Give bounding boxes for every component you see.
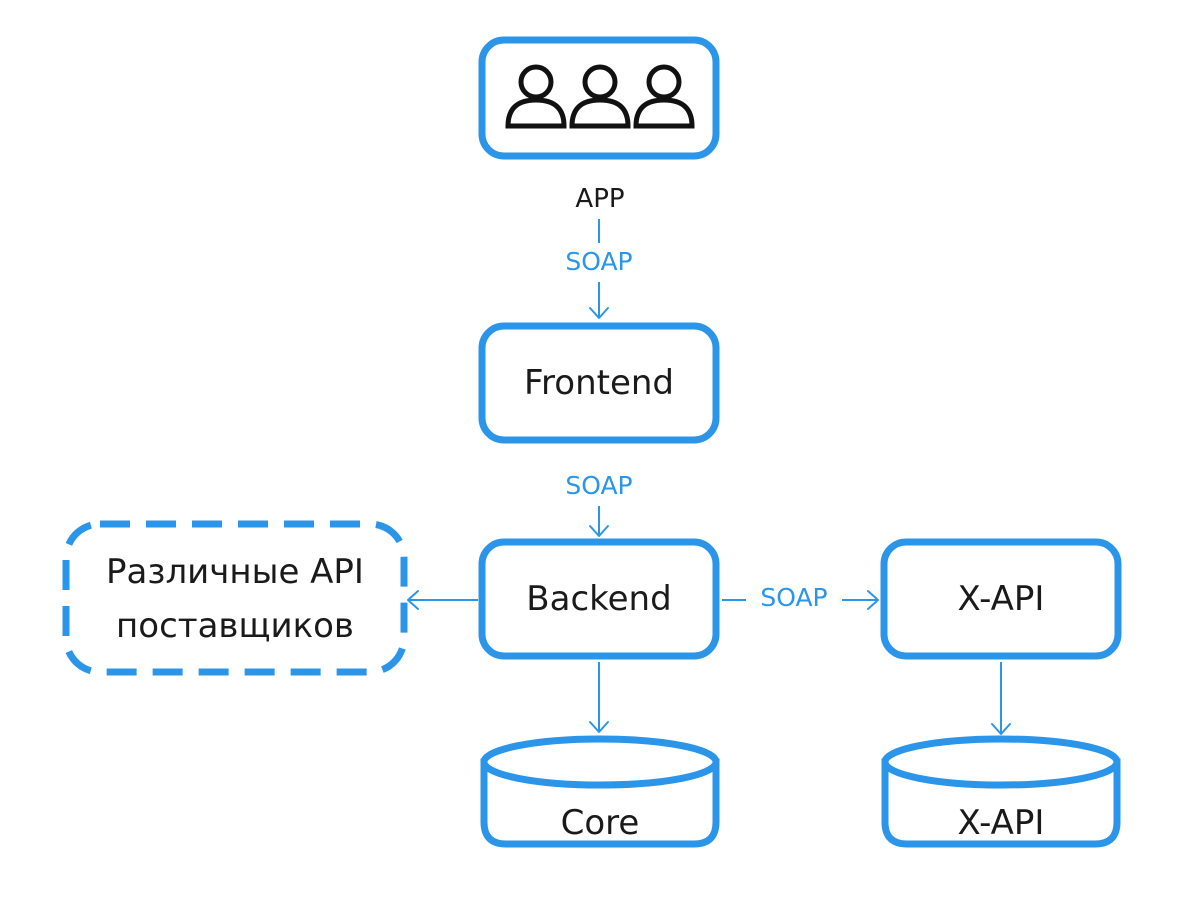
edge-frontend-backend: SOAP (565, 471, 633, 537)
core-database: Core (480, 735, 720, 848)
arrowhead-icon (589, 307, 609, 319)
arrowhead-icon (991, 723, 1011, 735)
edge-backend-vendors (407, 590, 478, 610)
vendors-box (62, 520, 408, 676)
person-icon-3 (633, 64, 695, 129)
arrowhead-icon (589, 525, 609, 537)
backend-label: Backend (526, 579, 671, 619)
app-node: APP (478, 36, 720, 214)
users-group-icon (505, 64, 695, 129)
xapi-db-label: X-API (958, 803, 1045, 843)
edge-label-backend-xapi: SOAP (760, 583, 827, 612)
xapi-service-node: X-API (880, 538, 1122, 660)
edge-label-frontend-backend: SOAP (565, 471, 632, 500)
frontend-label: Frontend (524, 363, 674, 403)
xapi-database: X-API (881, 735, 1121, 848)
backend-node: Backend (478, 538, 720, 660)
edge-backend-core (589, 662, 609, 733)
frontend-box (478, 322, 720, 444)
vendors-node: Различные API поставщиков (62, 520, 408, 676)
person-icon-1 (505, 64, 567, 129)
core-db-label: Core (561, 803, 640, 843)
vendors-label-line1: Различные API (106, 552, 364, 592)
app-label: APP (575, 184, 624, 214)
arrowhead-icon (407, 590, 419, 610)
database-top (881, 735, 1121, 789)
database-top (480, 735, 720, 789)
vendors-label-line2: поставщиков (116, 606, 354, 646)
edge-label-app-frontend: SOAP (565, 247, 632, 276)
backend-box (478, 538, 720, 660)
edge-app-frontend: SOAP (565, 219, 633, 319)
arrowhead-icon (589, 721, 609, 733)
frontend-node: Frontend (478, 322, 720, 444)
xapi-service-box (880, 538, 1122, 660)
arrowhead-icon (867, 590, 879, 610)
xapi-service-label: X-API (958, 579, 1045, 619)
edge-backend-xapi: SOAP (722, 583, 879, 612)
person-icon-2 (569, 64, 631, 129)
edge-xapi-db (991, 662, 1011, 735)
